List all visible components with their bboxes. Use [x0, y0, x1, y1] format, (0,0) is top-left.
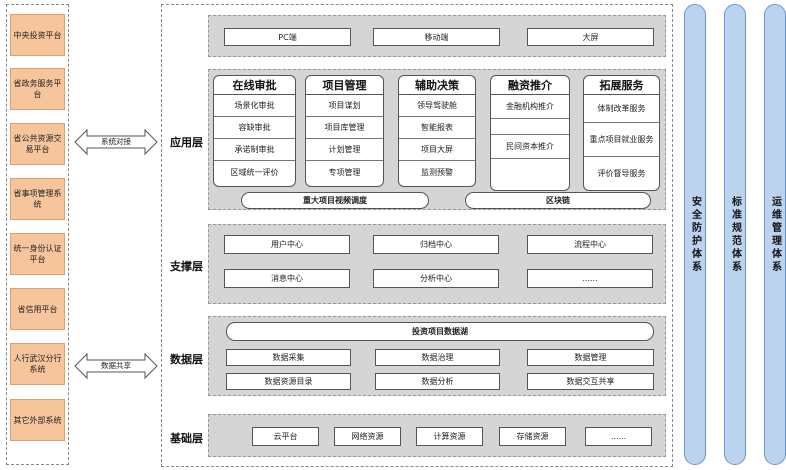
channel-layer: PC端 移动端 大屏: [208, 15, 666, 57]
category-item[interactable]: 场景化审批: [214, 95, 295, 117]
support-message-center[interactable]: 消息中心: [224, 269, 350, 288]
category-title: 辅助决策: [399, 76, 475, 95]
pillar-operations-label: 运维管理体系: [769, 195, 781, 274]
data-lake-bar[interactable]: 投资项目数据湖: [226, 322, 654, 341]
pillar-standards[interactable]: 标准规范体系: [724, 4, 746, 465]
pillar-standards-label: 标准规范体系: [729, 195, 741, 274]
external-platform-pboc-wuhan[interactable]: 人行武汉分行系统: [10, 343, 65, 385]
category-extended-services: 拓展服务 体制改革服务 重点项目就业服务 评价督导服务: [583, 75, 660, 191]
category-item[interactable]: 专项管理: [328, 167, 361, 177]
category-item-blank: [491, 119, 569, 135]
category-title: 拓展服务: [584, 76, 659, 95]
double-arrow-icon: [74, 128, 158, 156]
support-user-center[interactable]: 用户中心: [224, 235, 350, 254]
infra-network-resources[interactable]: 网络资源: [334, 427, 401, 446]
external-platform-central-investment[interactable]: 中央投资平台: [10, 14, 65, 56]
pillar-security[interactable]: 安全防护体系: [684, 4, 706, 465]
category-item[interactable]: 评价督导服务: [597, 168, 646, 178]
data-governance[interactable]: 数据治理: [375, 349, 500, 366]
data-collection[interactable]: 数据采集: [226, 349, 351, 366]
infra-storage-resources[interactable]: 存储资源: [499, 427, 566, 446]
infra-compute-resources[interactable]: 计算资源: [416, 427, 483, 446]
pillar-security-label: 安全防护体系: [689, 195, 701, 274]
category-financing-promotion: 融资推介 金融机构推介 民间资本推介: [490, 75, 570, 191]
system-dock-arrow: 系统对接: [74, 128, 158, 156]
data-share-arrow: 数据共享: [74, 352, 158, 380]
external-platform-matter-management[interactable]: 省事项管理系统: [10, 178, 65, 220]
infra-more[interactable]: ......: [585, 427, 652, 446]
category-item[interactable]: 容缺审批: [214, 117, 295, 139]
external-platform-other[interactable]: 其它外部系统: [10, 399, 65, 441]
external-platform-credit[interactable]: 省信用平台: [10, 288, 65, 330]
external-platforms-panel: 中央投资平台 省政务服务平台 省公共资源交易平台 省事项管理系统 统一身份认证平…: [6, 4, 69, 465]
double-arrow-icon: [74, 352, 158, 380]
category-item[interactable]: 金融机构推介: [491, 95, 569, 119]
support-archive-center[interactable]: 归档中心: [373, 235, 499, 254]
category-item[interactable]: 项目谋划: [306, 95, 383, 117]
infra-cloud-platform[interactable]: 云平台: [252, 427, 319, 446]
channel-pc[interactable]: PC端: [224, 28, 351, 46]
category-title: 融资推介: [491, 76, 569, 95]
category-item[interactable]: 民间资本推介: [491, 135, 569, 159]
data-analysis[interactable]: 数据分析: [375, 373, 500, 390]
category-item[interactable]: 智能报表: [399, 117, 475, 139]
category-item[interactable]: 重点项目就业服务: [584, 123, 659, 157]
category-item[interactable]: 项目库管理: [306, 117, 383, 139]
category-item[interactable]: 监测预警: [421, 167, 453, 177]
category-item[interactable]: 体制改革服务: [584, 95, 659, 123]
external-platform-public-resource-trading[interactable]: 省公共资源交易平台: [10, 123, 65, 165]
category-title: 在线审批: [214, 76, 295, 95]
data-layer: 投资项目数据湖 数据采集 数据治理 数据管理 数据资源目录 数据分析 数据交互共…: [208, 316, 666, 396]
infrastructure-layer: 云平台 网络资源 计算资源 存储资源 ......: [208, 414, 666, 457]
blockchain-bar[interactable]: 区块链: [465, 192, 651, 209]
system-dock-label: 系统对接: [101, 137, 131, 146]
data-management[interactable]: 数据管理: [527, 349, 654, 366]
support-layer: 用户中心 归档中心 流程中心 消息中心 分析中心 ......: [208, 224, 666, 304]
data-exchange-share[interactable]: 数据交互共享: [527, 373, 654, 390]
layer-label-data: 数据层: [170, 353, 203, 366]
external-platform-provincial-gov-service[interactable]: 省政务服务平台: [10, 68, 65, 110]
category-project-management: 项目管理 项目谋划 项目库管理 计划管理 专项管理: [305, 75, 384, 187]
category-item[interactable]: 承诺制审批: [214, 139, 295, 161]
category-decision-support: 辅助决策 领导驾驶舱 智能报表 项目大屏 监测预警: [398, 75, 476, 187]
category-online-approval: 在线审批 场景化审批 容缺审批 承诺制审批 区域统一评价: [213, 75, 296, 187]
category-item[interactable]: 领导驾驶舱: [399, 95, 475, 117]
layer-label-application: 应用层: [170, 136, 203, 149]
support-workflow-center[interactable]: 流程中心: [527, 235, 653, 254]
architecture-frame: [161, 4, 673, 467]
application-layer: 在线审批 场景化审批 容缺审批 承诺制审批 区域统一评价 项目管理 项目谋划 项…: [208, 69, 666, 210]
category-item-blank: [491, 159, 569, 189]
support-more[interactable]: ......: [527, 269, 653, 288]
category-item[interactable]: 项目大屏: [399, 139, 475, 161]
channel-big-screen[interactable]: 大屏: [527, 28, 654, 46]
category-item[interactable]: 计划管理: [306, 139, 383, 161]
layer-label-support: 支撑层: [170, 260, 203, 273]
layer-label-infrastructure: 基础层: [170, 432, 203, 445]
external-platform-unified-identity[interactable]: 统一身份认证平台: [10, 233, 65, 275]
category-title: 项目管理: [306, 76, 383, 95]
data-resource-catalog[interactable]: 数据资源目录: [226, 373, 351, 390]
category-item[interactable]: 区域统一评价: [230, 167, 279, 177]
channel-mobile[interactable]: 移动端: [373, 28, 500, 46]
data-share-label: 数据共享: [101, 361, 131, 370]
video-dispatch-bar[interactable]: 重大项目视频调度: [241, 192, 429, 209]
support-analysis-center[interactable]: 分析中心: [373, 269, 499, 288]
pillar-operations[interactable]: 运维管理体系: [764, 4, 786, 465]
